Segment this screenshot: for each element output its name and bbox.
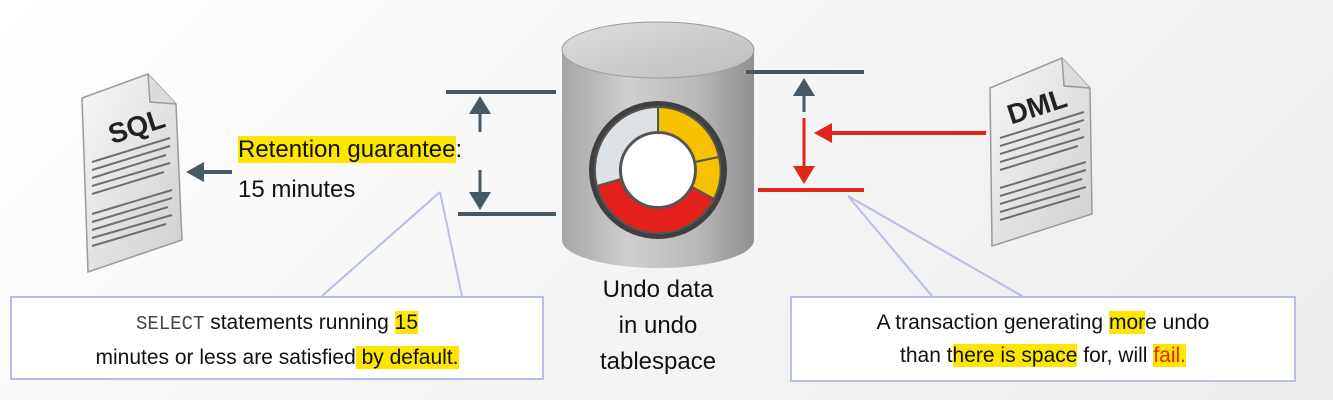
transaction-callout-line-2: than there is space for, will fail. bbox=[792, 339, 1294, 372]
retention-guarantee-label: Retention guarantee: bbox=[238, 136, 462, 164]
transaction-callout-text-b: than t bbox=[900, 344, 953, 367]
undo-label-line-3: tablespace bbox=[599, 348, 717, 375]
transaction-callout-highlight-space: here is space bbox=[952, 344, 1078, 367]
retention-duration: 15 minutes bbox=[238, 176, 356, 203]
transaction-callout-text-a-end: e undo bbox=[1145, 311, 1210, 334]
transaction-callout-highlight-mor: mor bbox=[1108, 311, 1146, 334]
transaction-callout-fail: fail. bbox=[1153, 344, 1186, 367]
select-callout-line-1: SELECT statements running 15 bbox=[12, 306, 542, 341]
select-callout-line-2: minutes or less are satisfied by default… bbox=[12, 341, 542, 374]
transaction-callout-text-b-mid: for, will bbox=[1077, 344, 1154, 367]
dml-red-arrow bbox=[814, 123, 986, 143]
select-callout-highlight-default: by default. bbox=[355, 346, 459, 369]
undo-label-line-2: in undo bbox=[618, 312, 698, 339]
transaction-callout-line-1: A transaction generating more undo bbox=[792, 306, 1294, 339]
select-callout-text-b: minutes or less are satisfied bbox=[95, 346, 356, 369]
dml-document-icon bbox=[989, 57, 1093, 248]
retention-colon: : bbox=[455, 136, 463, 163]
undo-label-line-1: Undo data bbox=[602, 276, 714, 303]
select-callout-text-a: statements running bbox=[204, 311, 395, 334]
select-keyword: SELECT bbox=[135, 313, 205, 335]
sql-arrow bbox=[186, 162, 232, 182]
undo-data-label: Undo data in undo tablespace bbox=[566, 272, 750, 380]
select-callout-highlight-15: 15 bbox=[394, 311, 419, 334]
transaction-bracket bbox=[746, 70, 864, 192]
undo-usage-ring bbox=[589, 101, 727, 239]
transaction-callout-text-a: A transaction generating bbox=[876, 311, 1109, 334]
callout-pointer-right bbox=[847, 195, 1023, 297]
retention-bracket bbox=[446, 90, 556, 216]
sql-document-icon bbox=[81, 73, 183, 274]
retention-guarantee-highlight: Retention guarantee bbox=[238, 136, 456, 163]
select-callout: SELECT statements running 15 minutes or … bbox=[10, 296, 544, 380]
transaction-callout: A transaction generating more undo than … bbox=[790, 296, 1296, 382]
callout-pointer-left bbox=[321, 191, 463, 297]
